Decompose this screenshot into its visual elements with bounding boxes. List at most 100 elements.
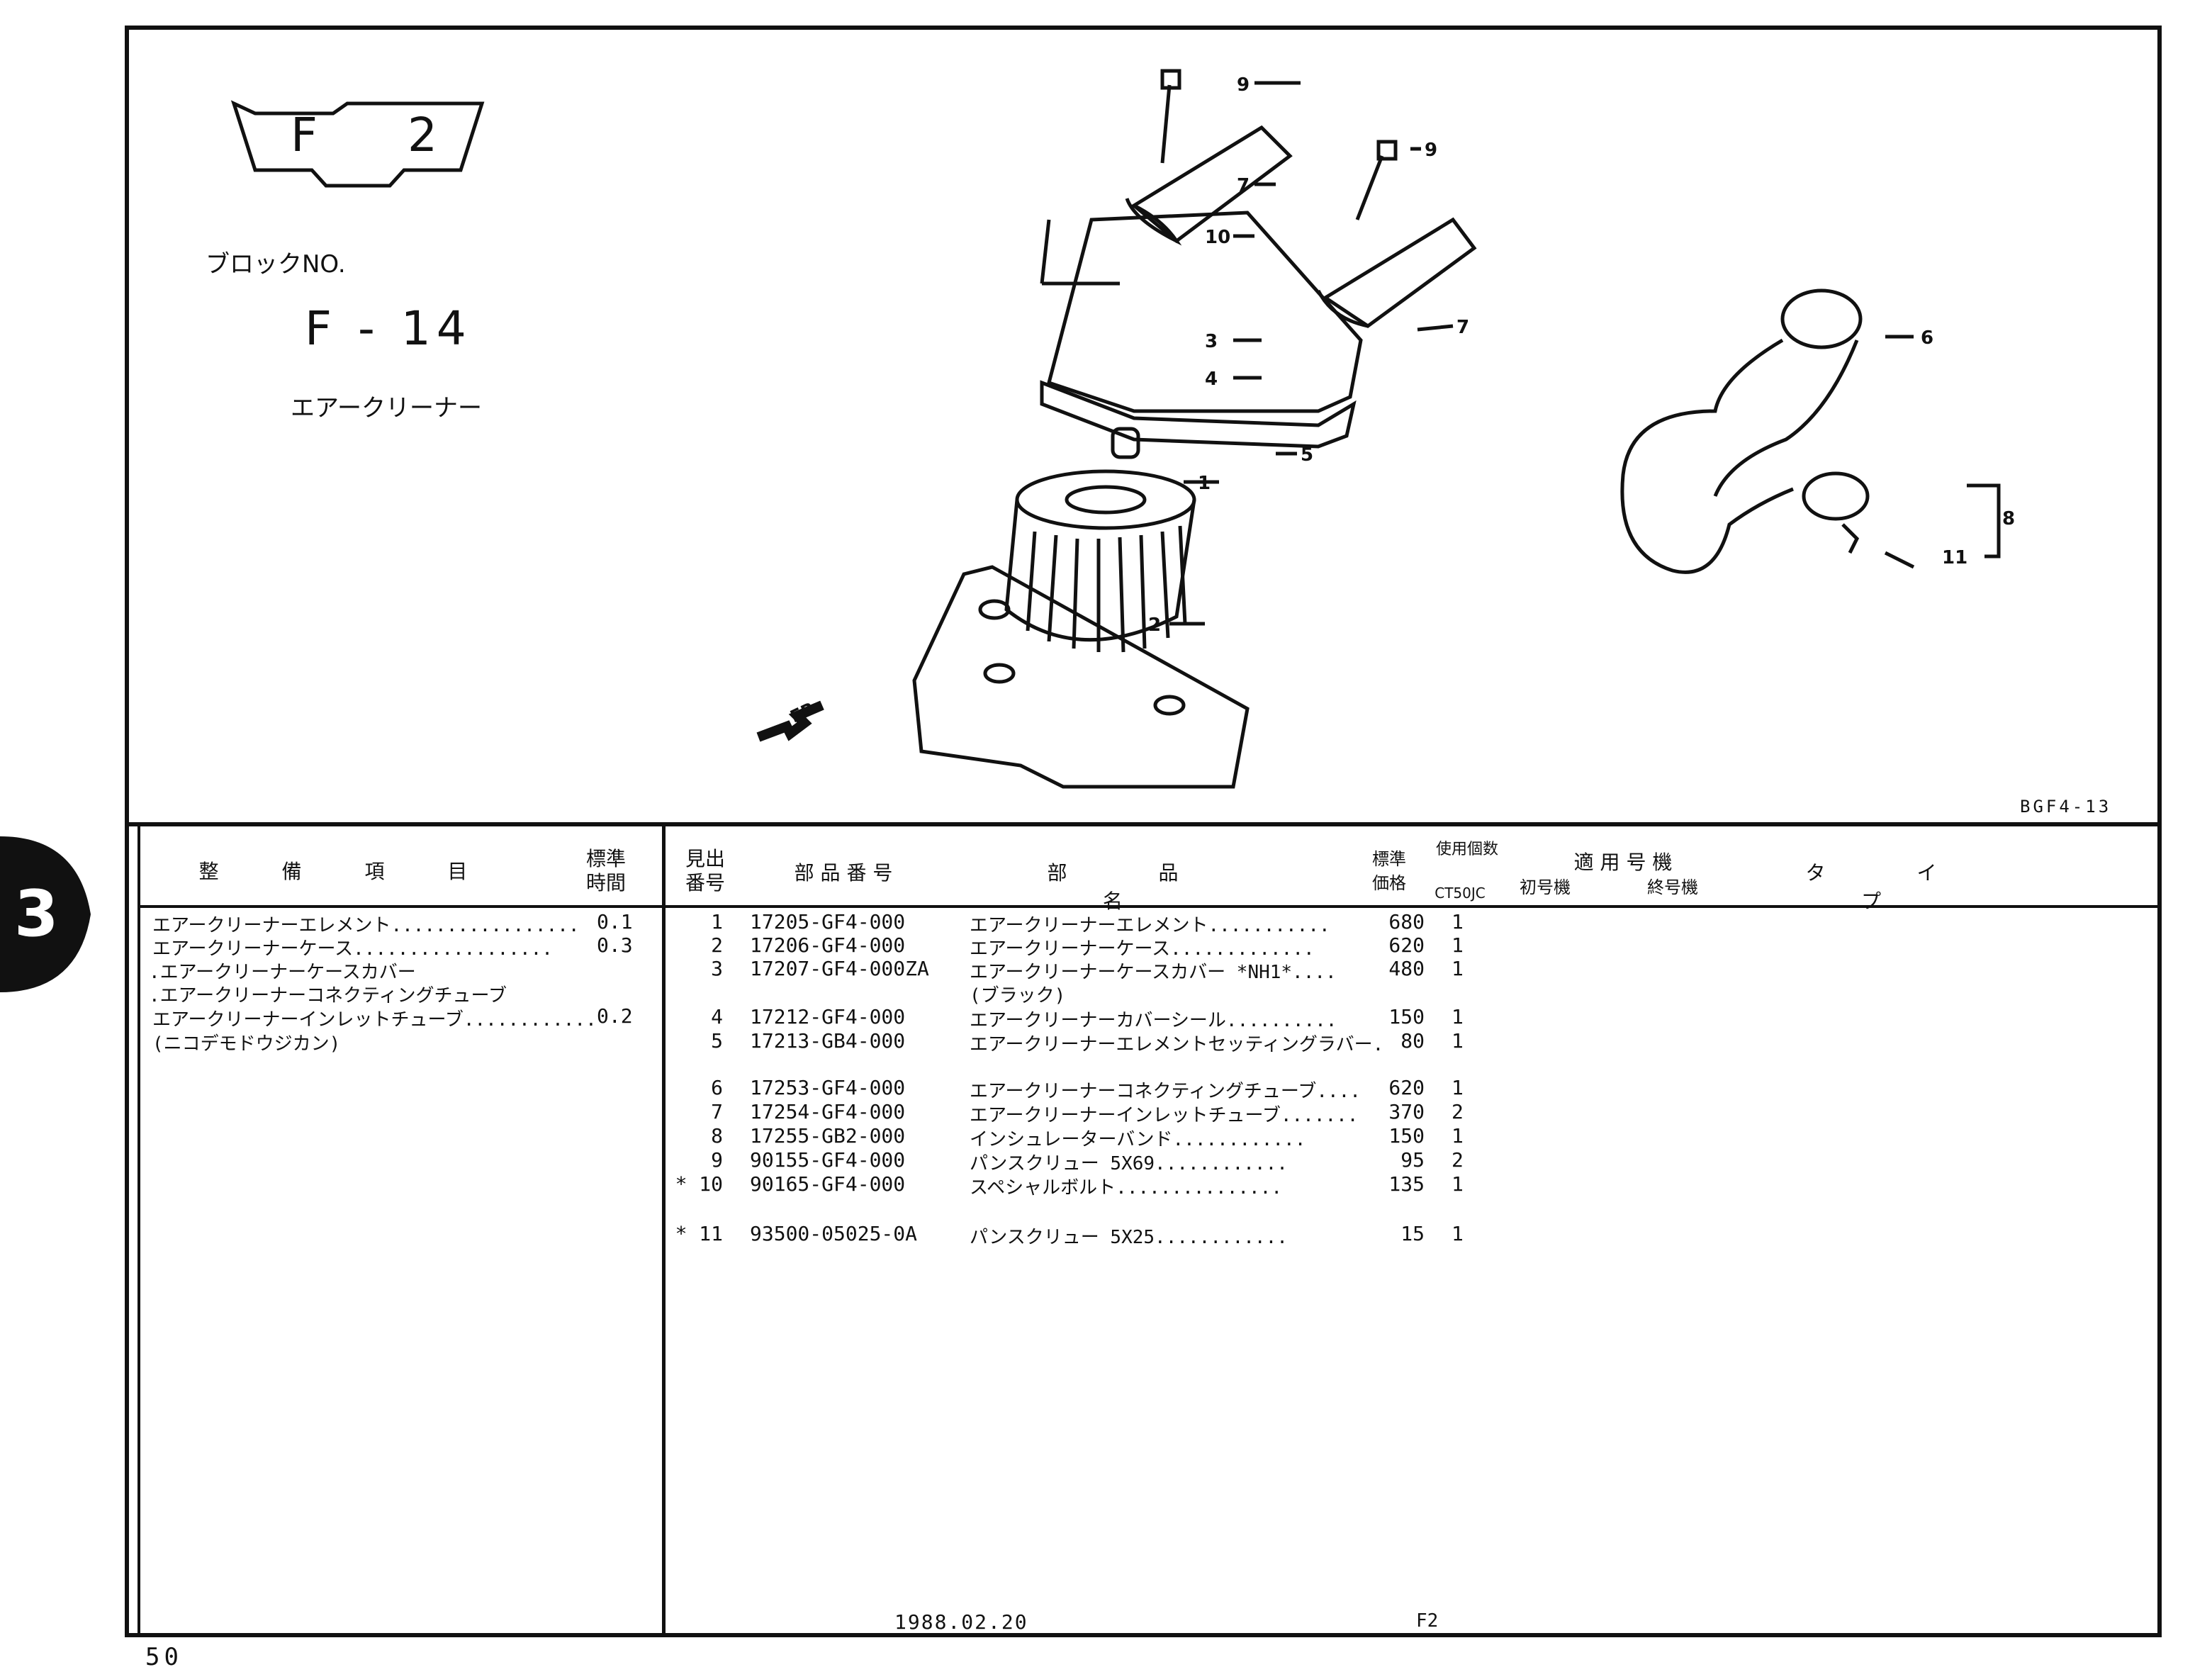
part-name-cell: エアークリーナーコネクティングチューブ.... [970,1081,1361,1102]
footer-code: F2 [1416,1610,1439,1632]
type-header: タ イ プ [1805,861,1980,913]
service-row-item: エアークリーナーエレメント................. [152,915,580,936]
ref-cell: 6 [711,1076,723,1099]
section-tag [230,100,485,188]
service-time-header: 標準 時間 [585,847,626,894]
block-number: F - 14 [305,301,472,356]
price-cell: 620 [1388,1076,1425,1099]
price-cell: 620 [1388,933,1425,957]
callout-10: 10 [1205,227,1230,248]
service-row-item: .エアークリーナーケースカバー [149,962,416,983]
service-row-item: エアークリーナーインレットチューブ............ [152,1009,597,1031]
ref-header: 見出 番号 [685,847,725,894]
callout-5: 5 [1301,444,1313,466]
callout-2: 2 [1148,615,1161,636]
part-name-cell: スペシャルボルト............... [970,1177,1282,1199]
service-row-time: 0.3 [597,933,633,957]
callout-8: 8 [2002,508,2015,529]
diagram-code: BGF4-13 [2020,797,2112,817]
qty-header: 使用個数 [1435,841,1498,858]
callout-9a: 9 [1237,74,1250,96]
page-frame [125,26,2162,1637]
price-cell: 80 [1400,1029,1425,1053]
part-name-cell: エアークリーナーエレメント........... [970,915,1330,936]
qty-cell: 1 [1452,1172,1464,1196]
service-row-time: 0.1 [597,910,633,933]
qty-cell: 1 [1452,933,1464,957]
callout-6: 6 [1921,327,1933,349]
exploded-parts-diagram: 9 9 7 10 7 3 4 5 1 2 6 8 11 FR. [756,69,2015,789]
table-area [137,826,2159,1637]
ref-cell: 1 [711,910,723,933]
first-model-header: 初号機 [1520,877,1571,897]
part-name-cell: (ブラック) [970,985,1066,1006]
part-no-cell: 17254-GF4-000 [750,1100,906,1123]
callout-11: 11 [1942,547,1967,568]
service-row-time: 0.2 [597,1004,633,1028]
part-no-cell: 93500-05025-0A [750,1222,918,1245]
service-row-item: .エアークリーナーコネクティングチューブ [149,985,507,1006]
block-label: ブロックNO. [206,250,346,279]
part-no-cell: 17207-GF4-000ZA [750,957,929,980]
part-no-cell: 17255-GB2-000 [750,1124,906,1148]
part-no-cell: 17206-GF4-000 [750,933,906,957]
part-name-cell: エアークリーナーエレメントセッティングラバー. [970,1034,1384,1055]
price-cell: 135 [1388,1172,1425,1196]
ref-cell: 9 [711,1148,723,1172]
price-cell: 680 [1388,910,1425,933]
price-cell: 480 [1388,957,1425,980]
service-row-item: エアークリーナーケース.................. [152,938,553,960]
section-tag-number: 2 [408,108,437,162]
part-name-cell: エアークリーナーケース............. [970,938,1315,960]
page-number: 50 [145,1643,183,1671]
price-cell: 370 [1388,1100,1425,1123]
callout-7b: 7 [1456,317,1469,338]
part-no-cell: 17253-GF4-000 [750,1076,906,1099]
part-no-header: 部 品 番 号 [794,861,893,885]
part-name-cell: パンスクリュー 5X25............ [970,1227,1288,1248]
qty-cell: 2 [1452,1148,1464,1172]
part-no-cell: 90155-GF4-000 [750,1148,906,1172]
model-header: CT50JC [1435,885,1486,902]
bolt-9-left [1160,84,1172,164]
ref-cell: 8 [711,1124,723,1148]
qty-cell: 1 [1452,910,1464,933]
block-title: エアークリーナー [291,394,482,422]
service-item-header: 整 備 項 目 [198,860,496,883]
qty-cell: 1 [1452,1076,1464,1099]
part-name-cell: エアークリーナーケースカバー *NH1*.... [970,962,1337,983]
part-name-cell: エアークリーナーカバーシール.......... [970,1010,1337,1031]
callout-4: 4 [1205,369,1218,390]
part-name-cell: パンスクリュー 5X69............ [970,1153,1288,1174]
price-cell: 95 [1400,1148,1425,1172]
issue-date: 1988.02.20 [894,1610,1028,1634]
price-header: 標準 価格 [1372,849,1406,893]
qty-cell: 1 [1452,1005,1464,1028]
qty-cell: 1 [1452,1124,1464,1148]
last-model-header: 終号機 [1647,877,1698,897]
chapter-tab: 3 [0,836,91,992]
table-header-divider [137,905,2162,908]
part-name-cell: エアークリーナーインレットチューブ....... [970,1105,1359,1126]
ref-cell: 4 [711,1005,723,1028]
ref-cell: 3 [711,957,723,980]
part-no-cell: 17213-GB4-000 [750,1029,906,1053]
bolt-9-right [1355,155,1384,220]
ref-cell: 2 [711,933,723,957]
qty-cell: 1 [1452,1222,1464,1245]
service-parts-divider [662,826,666,1637]
qty-cell: 1 [1452,1029,1464,1053]
qty-cell: 1 [1452,957,1464,980]
callout-1: 1 [1198,473,1211,494]
price-cell: 150 [1388,1124,1425,1148]
diagram-table-divider [125,822,2162,826]
part-no-cell: 17212-GF4-000 [750,1005,906,1028]
qty-cell: 2 [1452,1100,1464,1123]
ref-cell: 7 [711,1100,723,1123]
callout-7a: 7 [1237,175,1250,196]
service-row-item: (ニコデモドウジカン) [152,1033,341,1055]
callout-3: 3 [1205,331,1218,352]
part-no-cell: 90165-GF4-000 [750,1172,906,1196]
price-cell: 150 [1388,1005,1425,1028]
part-name-header: 部 品 名 [1047,861,1221,913]
